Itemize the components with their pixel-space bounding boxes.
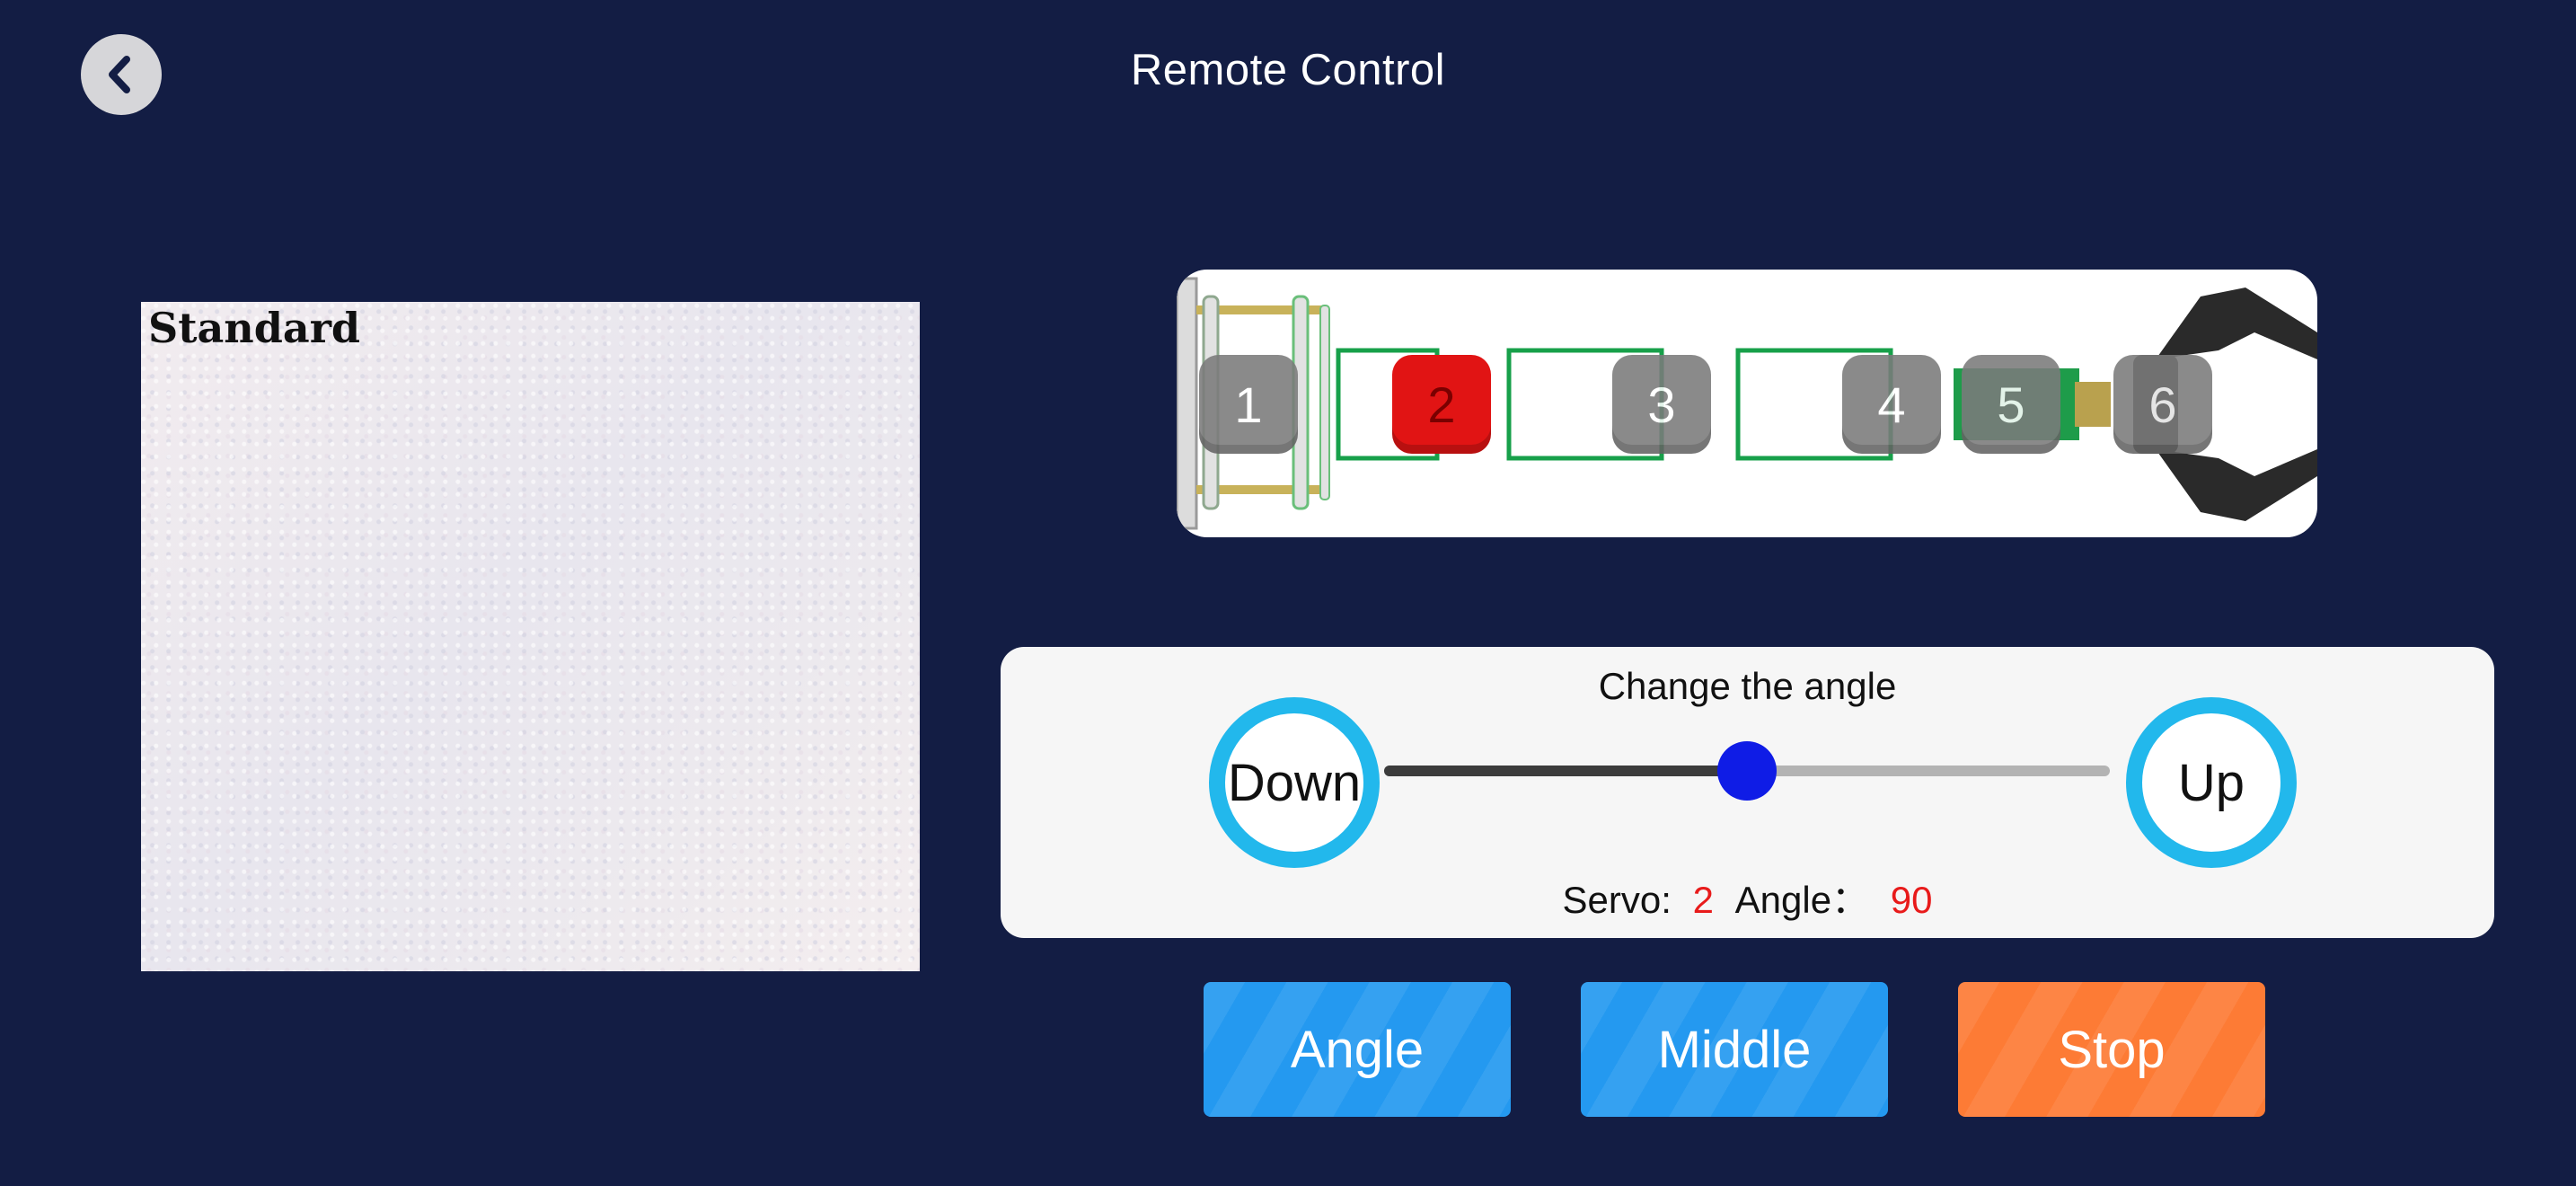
servo-6[interactable]: 6 bbox=[2113, 355, 2212, 454]
camera-mode-label: Standard bbox=[148, 304, 361, 352]
servo-5[interactable]: 5 bbox=[1962, 355, 2060, 454]
angle-slider[interactable] bbox=[1384, 741, 2110, 801]
middle-button[interactable]: Middle bbox=[1581, 982, 1888, 1117]
stop-button[interactable]: Stop bbox=[1958, 982, 2265, 1117]
angle-value: 90 bbox=[1890, 879, 1933, 921]
down-button[interactable]: Down bbox=[1209, 697, 1380, 868]
angle-control-panel: Change the angle Down Up Servo: 2 Angle：… bbox=[1001, 647, 2494, 938]
angle-button[interactable]: Angle bbox=[1204, 982, 1511, 1117]
servo-value: 2 bbox=[1692, 879, 1714, 921]
servo-2[interactable]: 2 bbox=[1392, 355, 1491, 454]
servo-label: Servo: bbox=[1562, 879, 1672, 921]
up-button[interactable]: Up bbox=[2126, 697, 2297, 868]
servo-4[interactable]: 4 bbox=[1842, 355, 1941, 454]
control-title: Change the angle bbox=[1598, 665, 1897, 707]
chevron-left-icon bbox=[109, 56, 130, 93]
camera-feed: Standard bbox=[141, 302, 920, 971]
slider-fill bbox=[1384, 766, 1747, 776]
servo-1[interactable]: 1 bbox=[1199, 355, 1298, 454]
back-button[interactable] bbox=[81, 34, 162, 115]
slider-thumb[interactable] bbox=[1717, 741, 1777, 801]
servo-angle-readout: Servo: 2 Angle： 90 bbox=[1001, 870, 2494, 925]
servo-3[interactable]: 3 bbox=[1612, 355, 1711, 454]
page-title: Remote Control bbox=[1130, 46, 1446, 94]
angle-label: Angle： bbox=[1734, 879, 1870, 921]
